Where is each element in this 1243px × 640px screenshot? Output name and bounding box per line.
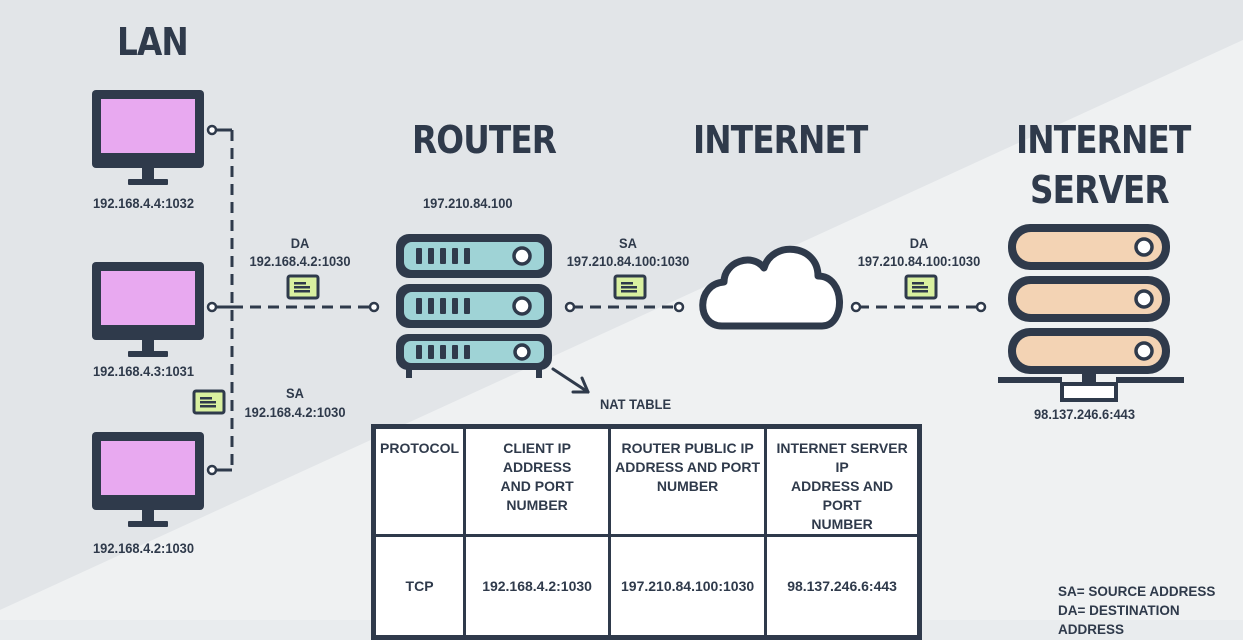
cloud-port-dot	[673, 301, 685, 313]
router-title: ROUTER	[412, 118, 557, 162]
cloud-port-dot	[850, 301, 862, 313]
packet-sa-address: 197.210.84.100:1030	[566, 253, 690, 269]
server-title-line2: SERVER	[1030, 168, 1170, 212]
nat-cell-router: 197.210.84.100:1030	[608, 534, 768, 639]
host-address: 192.168.4.2:1030	[93, 540, 194, 556]
cloud-icon	[699, 245, 843, 330]
computer-icon	[92, 262, 204, 357]
lan-connector-dot	[206, 124, 218, 136]
lan-connector-dot	[206, 301, 218, 313]
packet-icon	[904, 274, 938, 300]
packet-icon	[192, 389, 226, 415]
host-address: 192.168.4.4:1032	[93, 195, 194, 211]
server-port-dot	[975, 301, 987, 313]
packet-sa-label: SA	[619, 235, 637, 251]
table-row: TCP 192.168.4.2:1030 197.210.84.100:1030…	[371, 534, 922, 639]
router-wan-port-dot	[564, 301, 576, 313]
network-diagram	[92, 90, 1184, 527]
nat-header-protocol: PROTOCOL	[371, 425, 467, 537]
legend-da: DA= DESTINATION ADDRESS	[1058, 603, 1180, 637]
packet-icon	[613, 274, 647, 300]
packet-da-label: DA	[290, 235, 310, 251]
computer-icon	[92, 90, 204, 185]
host-address: 192.168.4.3:1031	[93, 363, 194, 379]
computer-icon	[92, 432, 204, 527]
router-icon	[396, 234, 552, 378]
server-title-line1: INTERNET	[1016, 118, 1191, 162]
nat-table-caption: NAT TABLE	[600, 396, 672, 412]
background	[0, 0, 1243, 620]
nat-cell-client: 192.168.4.2:1030	[463, 534, 612, 639]
legend-sa: SA= SOURCE ADDRESS	[1058, 584, 1216, 599]
nat-arrow	[551, 367, 590, 394]
router-public-ip: 197.210.84.100	[423, 195, 513, 211]
legend: SA= SOURCE ADDRESS DA= DESTINATION ADDRE…	[1058, 582, 1243, 639]
nat-cell-protocol: TCP	[371, 534, 467, 639]
internet-title: INTERNET	[693, 118, 868, 162]
router-lan-port-dot	[368, 301, 380, 313]
packet-da-address: 192.168.4.2:1030	[249, 253, 351, 269]
server-icon	[998, 224, 1184, 402]
packet-da-label: DA	[909, 235, 929, 251]
packet-da-address: 197.210.84.100:1030	[857, 253, 981, 269]
lan-connector-dot	[206, 464, 218, 476]
packet-sa-address: 192.168.4.2:1030	[244, 404, 346, 420]
nat-cell-server: 98.137.246.6:443	[764, 534, 922, 639]
lan-title: LAN	[117, 20, 189, 64]
packet-sa-label: SA	[286, 385, 304, 401]
server-address: 98.137.246.6:443	[1034, 406, 1135, 422]
packet-icon	[286, 274, 320, 300]
